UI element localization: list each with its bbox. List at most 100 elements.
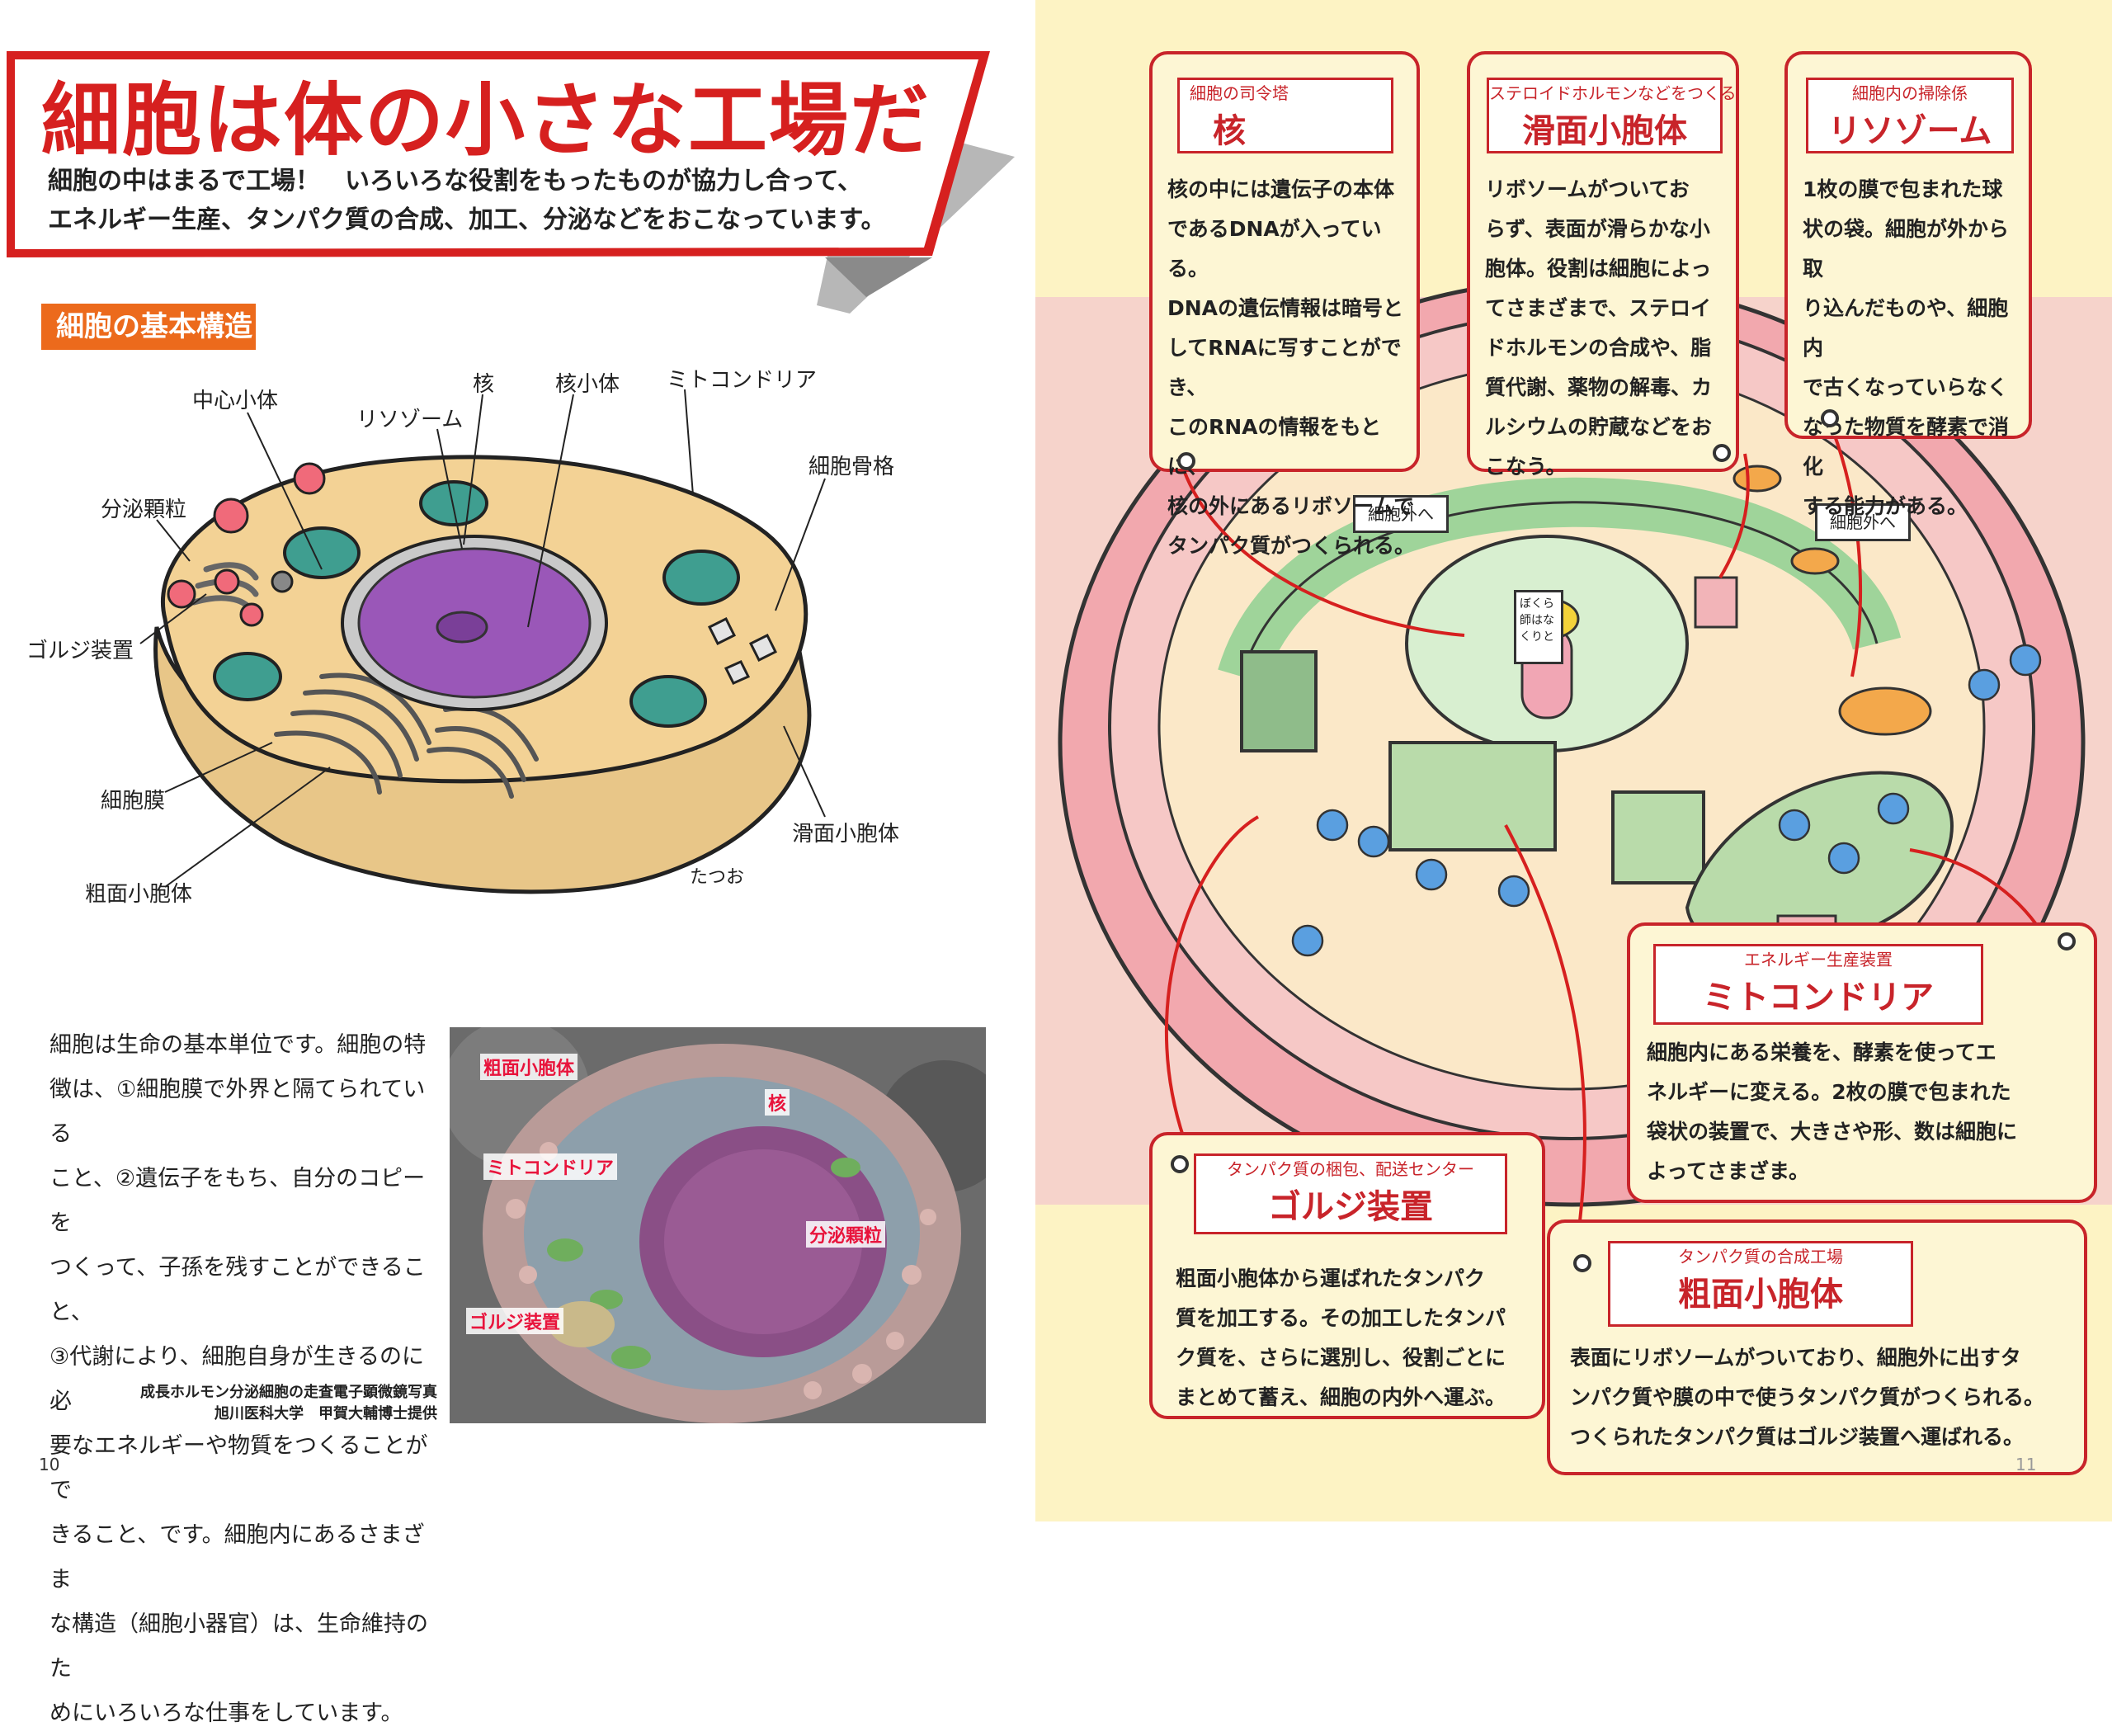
card-body: 1枚の膜で包まれた球 状の袋。細胞が外から取 り込んだものや、細胞内 で古くなっ… <box>1803 170 2025 526</box>
card-body: リボソームがついてお らず、表面が滑らかな小 胞体。役割は細胞によっ てさまざま… <box>1485 170 1732 487</box>
intro-line-1: 細胞の中はまるで工場！ いろいろな役割をもったものが協力し合って、 <box>48 167 862 196</box>
label-mitochondria: ミトコンドリア <box>667 368 818 393</box>
card-title: ゴルジ装置 <box>1268 1188 1433 1226</box>
pin-icon <box>1171 1155 1189 1173</box>
pin-icon <box>1573 1254 1591 1272</box>
card-title: 滑面小胞体 <box>1522 112 1687 150</box>
body-line: こと、②遺伝子をもち、自分のコピーを <box>50 1166 426 1236</box>
card-body-line: ンパク質や膜の中で使うタンパク質がつくられる。 <box>1570 1385 2045 1409</box>
leader-lines <box>139 389 826 888</box>
label-lysosome: リソゾーム <box>356 408 464 432</box>
body-line: 要なエネルギーや物質をつくることがで <box>50 1433 428 1503</box>
card-body-line: であるDNAが入っている。 <box>1167 217 1382 281</box>
section-badge: 細胞の基本構造 <box>41 304 256 350</box>
body-line: ③代謝により、細胞自身が生きるのに必 <box>50 1344 425 1414</box>
title-banner <box>7 51 1015 314</box>
card-body-line: 状の袋。細胞が外から取 <box>1803 217 2010 281</box>
card-head: 細胞の司令塔 核 <box>1177 78 1393 153</box>
signature: たつお <box>690 867 745 888</box>
card-body-line: 質代謝、薬物の解毒、カ <box>1485 375 1713 399</box>
card-head: エネルギー生産装置 ミトコンドリア <box>1653 944 1983 1025</box>
card-body-line: ク質を、さらに選別し、役割ごとに <box>1176 1346 1506 1370</box>
cell-diagram <box>153 455 812 894</box>
card-body-line: 袋状の装置で、大きさや形、数は細胞に <box>1647 1120 2018 1144</box>
card-title: 粗面小胞体 <box>1678 1276 1843 1314</box>
card-body: 細胞内にある栄養を、酵素を使ってエ ネルギーに変える。2枚の膜で包まれた 袋状の… <box>1647 1033 2092 1191</box>
card-body-line: てさまざまで、ステロイ <box>1485 296 1712 320</box>
photo-label-secretory: 分泌顆粒 <box>806 1221 886 1248</box>
card-subtitle: ステロイドホルモンなどをつくる <box>1489 83 1737 103</box>
card-rough-er: タンパク質の合成工場 粗面小胞体 表面にリボソームがついており、細胞外に出すタ … <box>1547 1219 2087 1475</box>
pin-icon <box>1821 409 1839 427</box>
label-cell-membrane: 細胞膜 <box>101 789 166 814</box>
card-body-line: まとめて蓄え、細胞の内外へ運ぶ。 <box>1176 1385 1506 1409</box>
card-subtitle: タンパク質の梱包、配送センター <box>1227 1159 1474 1179</box>
card-body: 表面にリボソームがついており、細胞外に出すタ ンパク質や膜の中で使うタンパク質が… <box>1570 1338 2081 1457</box>
card-nucleus: 細胞の司令塔 核 核の中には遺伝子の本体 であるDNAが入っている。 DNAの遺… <box>1149 51 1420 558</box>
card-mitochondria: エネルギー生産装置 ミトコンドリア 細胞内にある栄養を、酵素を使ってエ ネルギー… <box>1627 922 2097 1203</box>
card-body-line: DNAの遺伝情報は暗号と <box>1167 296 1404 320</box>
card-body-line: で古くなっていらなく <box>1803 375 2008 399</box>
card-smooth-er: ステロイドホルモンなどをつくる 滑面小胞体 リボソームがついてお らず、表面が滑… <box>1467 51 1739 479</box>
card-head: ステロイドホルモンなどをつくる 滑面小胞体 <box>1487 78 1737 153</box>
card-head: タンパク質の合成工場 粗面小胞体 <box>1608 1241 1913 1327</box>
body-text: 細胞は生命の基本単位です。細胞の特 徴は、①細胞膜で外界と隔てられている こと、… <box>50 1023 429 1736</box>
card-body-line: してRNAに写すことができ、 <box>1167 336 1402 399</box>
page-number-left: 10 <box>39 1455 60 1474</box>
card-head: タンパク質の梱包、配送センター ゴルジ装置 <box>1194 1153 1507 1234</box>
card-body-line: よってさまざま。 <box>1647 1159 1810 1183</box>
label-secretory-granule: 分泌顆粒 <box>101 498 187 522</box>
photo-label-golgi: ゴルジ装置 <box>466 1308 564 1334</box>
label-nucleolus: 核小体 <box>555 372 620 397</box>
card-body-line: 核の中には遺伝子の本体 <box>1167 177 1395 201</box>
card-body-line: つくられたタンパク質はゴルジ装置へ運ばれる。 <box>1570 1425 2025 1449</box>
label-nucleus: 核 <box>473 372 495 397</box>
label-golgi: ゴルジ装置 <box>26 639 134 663</box>
pin-icon <box>1713 444 1731 462</box>
body-line: きること、です。細胞内にあるさまざま <box>50 1522 425 1592</box>
photo-label-nucleus: 核 <box>765 1089 790 1116</box>
card-body-line: ドホルモンの合成や、脂 <box>1485 336 1712 360</box>
card-body-line: 1枚の膜で包まれた球 <box>1803 177 2003 201</box>
sem-photo <box>450 1027 986 1423</box>
card-body-line: こなう。 <box>1485 455 1567 479</box>
card-body-line: リボソームがついてお <box>1485 177 1690 201</box>
sign-out-2: 細胞外へ <box>1815 503 1911 541</box>
body-line: 徴は、①細胞膜で外界と隔てられている <box>50 1077 426 1147</box>
card-body-line: する能力がある。 <box>1803 494 1968 518</box>
body-line: な構造（細胞小器官）は、生命維持のた <box>50 1611 428 1682</box>
body-line: 細胞は生命の基本単位です。細胞の特 <box>50 1032 427 1058</box>
photo-credit: 成長ホルモン分泌細胞の走査電子顕微鏡写真 旭川医科大学 甲賀大輔博士提供 <box>107 1382 437 1425</box>
pin-icon <box>1177 452 1195 470</box>
card-body-line: らず、表面が滑らかな小 <box>1485 217 1710 241</box>
credit-line: 旭川医科大学 甲賀大輔博士提供 <box>214 1405 437 1422</box>
card-title: 核 <box>1213 112 1246 150</box>
photo-label-mitochondria: ミトコンドリア <box>483 1153 618 1180</box>
label-rough-er: 粗面小胞体 <box>85 882 193 907</box>
pin-icon <box>2058 932 2076 951</box>
card-body-line: このRNAの情報をもとに、 <box>1167 415 1382 479</box>
card-body-line: り込んだものや、細胞内 <box>1803 296 2009 360</box>
card-body-line: 表面にリボソームがついており、細胞外に出すタ <box>1570 1346 2021 1370</box>
page-title: 細胞は体の小さな工場だ <box>41 74 931 167</box>
label-centriole: 中心小体 <box>192 389 279 413</box>
card-head: 細胞内の掃除係 リソゾーム <box>1806 78 2014 153</box>
card-body-line: 胞体。役割は細胞によっ <box>1485 257 1712 281</box>
body-line: めにいろいろな仕事をしています。 <box>50 1701 403 1726</box>
card-title: ミトコンドリア <box>1703 979 1934 1017</box>
body-line: つくって、子孫を残すことができること、 <box>50 1255 426 1325</box>
card-body-line: 細胞内にある栄養を、酵素を使ってエ <box>1647 1040 1996 1064</box>
right-page: 細胞外へ 細胞外へ ぼくら師はなくりと 細胞の司令塔 核 核の中には遺伝子の本体… <box>1035 0 2112 1521</box>
label-cytoskeleton: 細胞骨格 <box>808 455 895 479</box>
card-subtitle: エネルギー生産装置 <box>1744 950 1893 969</box>
card-title: リソゾーム <box>1827 112 1992 150</box>
card-body-line: 質を加工する。その加工したタンパ <box>1176 1306 1506 1330</box>
card-golgi: タンパク質の梱包、配送センター ゴルジ装置 粗面小胞体から運ばれたタンパク 質を… <box>1149 1132 1545 1419</box>
photo-label-rough-er: 粗面小胞体 <box>480 1054 578 1080</box>
left-page: 細胞は体の小さな工場だ 細胞の中はまるで工場！ いろいろな役割をもったものが協力… <box>0 0 1035 1726</box>
poster: ぼくら師はなくりと <box>1514 590 1563 664</box>
card-body-line: ルシウムの貯蔵などをお <box>1485 415 1713 439</box>
card-body-line: 核の外にあるリボソームで <box>1167 494 1415 518</box>
card-subtitle: 細胞内の掃除係 <box>1852 83 1968 103</box>
intro-line-2: エネルギー生産、タンパク質の合成、加工、分泌などをおこなっています。 <box>48 205 886 234</box>
